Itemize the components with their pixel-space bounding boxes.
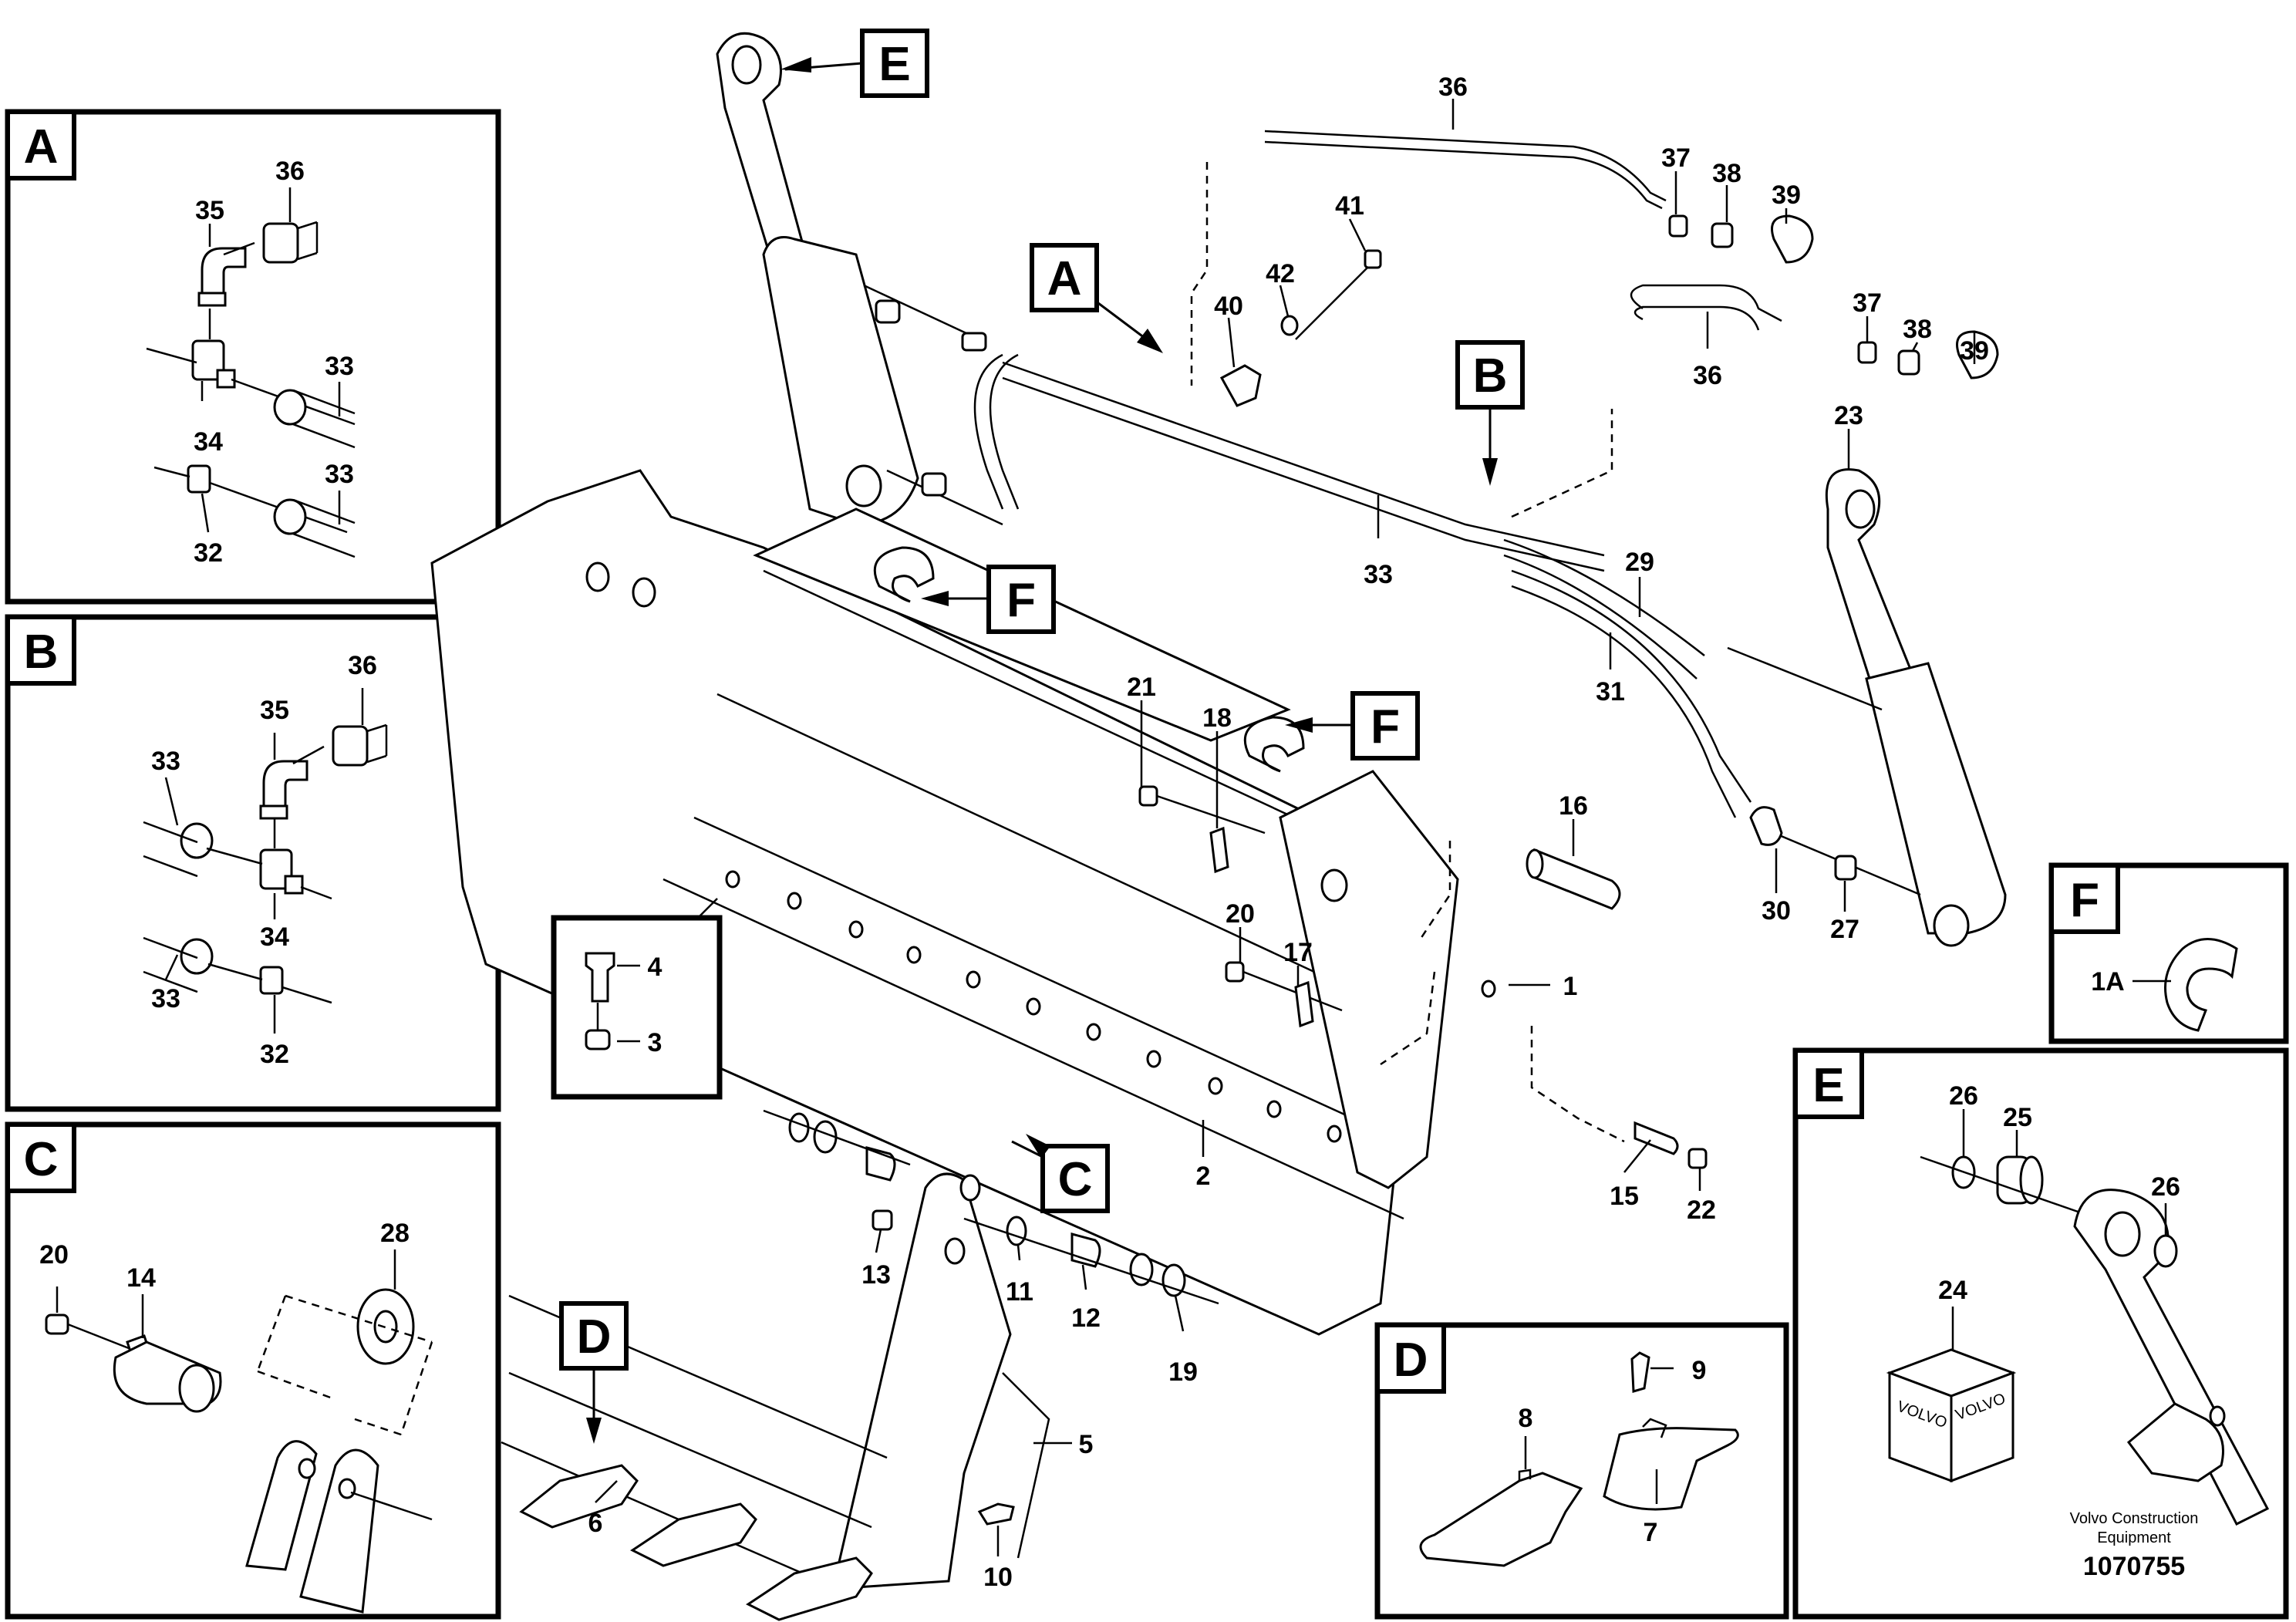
panel-a-label-33b: 33 [325, 460, 354, 489]
label-21: 21 [1127, 673, 1156, 702]
detail-panel-e: E VOLVO VOLVO 26 25 26 24 Volvo Construc… [1792, 1047, 2289, 1620]
label-5: 5 [1079, 1430, 1094, 1459]
panel-b-label-36: 36 [348, 651, 377, 680]
panel-f-label-1a: 1A [2091, 967, 2124, 996]
main-labels: 36 37 38 39 41 42 40 37 38 39 36 23 33 2… [588, 73, 1989, 1592]
panel-d-label-8: 8 [1519, 1404, 1533, 1433]
tag-d: D [577, 1310, 612, 1364]
panel-c-label-28: 28 [380, 1219, 410, 1248]
detail-panel-d: D 9 8 7 [1374, 1322, 1789, 1620]
label-10: 10 [983, 1563, 1013, 1592]
label-38b: 38 [1903, 315, 1932, 344]
label-17: 17 [1283, 938, 1313, 967]
panel-c-letter: C [24, 1133, 59, 1186]
panel-c-label-20: 20 [39, 1240, 69, 1270]
label-1: 1 [1563, 972, 1578, 1001]
panel-e-label-25: 25 [2003, 1103, 2032, 1132]
panel-a-label-36: 36 [275, 157, 305, 186]
label-20: 20 [1226, 899, 1255, 929]
label-29: 29 [1625, 548, 1654, 577]
footer-line2: Equipment [2097, 1529, 2171, 1546]
label-37a: 37 [1661, 143, 1691, 173]
label-36b: 36 [1693, 361, 1722, 390]
label-11: 11 [1006, 1277, 1033, 1307]
label-3: 3 [648, 1028, 663, 1057]
label-39a: 39 [1772, 180, 1801, 210]
bolt-holes [725, 870, 1496, 1143]
label-4: 4 [648, 953, 663, 982]
detail-panel-b: B 35 36 33 33 34 33 32 [5, 614, 501, 1112]
label-39b: 39 [1960, 336, 1989, 366]
label-18: 18 [1202, 703, 1232, 733]
label-38a: 38 [1712, 159, 1741, 188]
label-33: 33 [1364, 560, 1393, 589]
label-15: 15 [1610, 1182, 1639, 1211]
detail-panel-a: A 35 36 33 34 33 32 [5, 109, 501, 605]
panel-b-label-33: 33 [151, 747, 180, 776]
label-40: 40 [1214, 292, 1243, 321]
tag-e: E [878, 38, 910, 91]
tag-c: C [1058, 1153, 1093, 1206]
panel-e-letter: E [1812, 1059, 1844, 1112]
drawing-number: 1070755 [2083, 1552, 2185, 1581]
panel-d-label-9: 9 [1692, 1356, 1707, 1385]
tag-a: A [1047, 252, 1082, 305]
label-36a: 36 [1438, 73, 1468, 102]
label-6: 6 [588, 1509, 603, 1538]
panel-b-label-32: 32 [260, 1040, 289, 1069]
detail-panel-f: F 1A [2048, 862, 2289, 1044]
panel-b-label-35: 35 [260, 696, 289, 725]
panel-b-label-33b: 33 [151, 984, 180, 1013]
tag-b: B [1473, 349, 1508, 403]
tag-f2: F [1371, 700, 1400, 754]
footer-line1: Volvo Construction [2070, 1510, 2199, 1527]
detail-panel-c: C 20 14 28 [5, 1121, 501, 1620]
panel-a-label-35: 35 [195, 196, 224, 225]
label-23: 23 [1834, 401, 1863, 430]
panel-b-label-34: 34 [260, 922, 289, 952]
label-41: 41 [1335, 191, 1364, 221]
panel-a-label-34: 34 [194, 427, 223, 457]
label-2: 2 [1196, 1162, 1211, 1191]
panel-d-label-7: 7 [1644, 1518, 1658, 1547]
panel-a-letter: A [24, 120, 59, 174]
panel-c-label-14: 14 [126, 1263, 156, 1293]
label-13: 13 [861, 1260, 891, 1290]
label-12: 12 [1071, 1303, 1101, 1333]
panel-e-label-26b: 26 [2151, 1172, 2180, 1202]
tag-f1: F [1006, 574, 1036, 627]
label-16: 16 [1559, 791, 1588, 821]
panel-f-letter: F [2070, 874, 2099, 927]
callout-tags: E A B F F C D [559, 29, 1525, 1444]
label-19: 19 [1168, 1357, 1198, 1387]
label-30: 30 [1762, 896, 1791, 926]
panel-a-label-32: 32 [194, 538, 223, 568]
label-37b: 37 [1853, 288, 1882, 318]
label-31: 31 [1596, 677, 1625, 706]
label-42: 42 [1266, 259, 1295, 288]
panel-a-label-33: 33 [325, 352, 354, 381]
label-22: 22 [1687, 1195, 1716, 1225]
panel-b-letter: B [24, 626, 59, 679]
label-27: 27 [1830, 915, 1859, 944]
panel-d-letter: D [1394, 1334, 1428, 1387]
panel-e-label-24: 24 [1938, 1276, 1967, 1305]
panel-e-label-26: 26 [1949, 1081, 1978, 1111]
